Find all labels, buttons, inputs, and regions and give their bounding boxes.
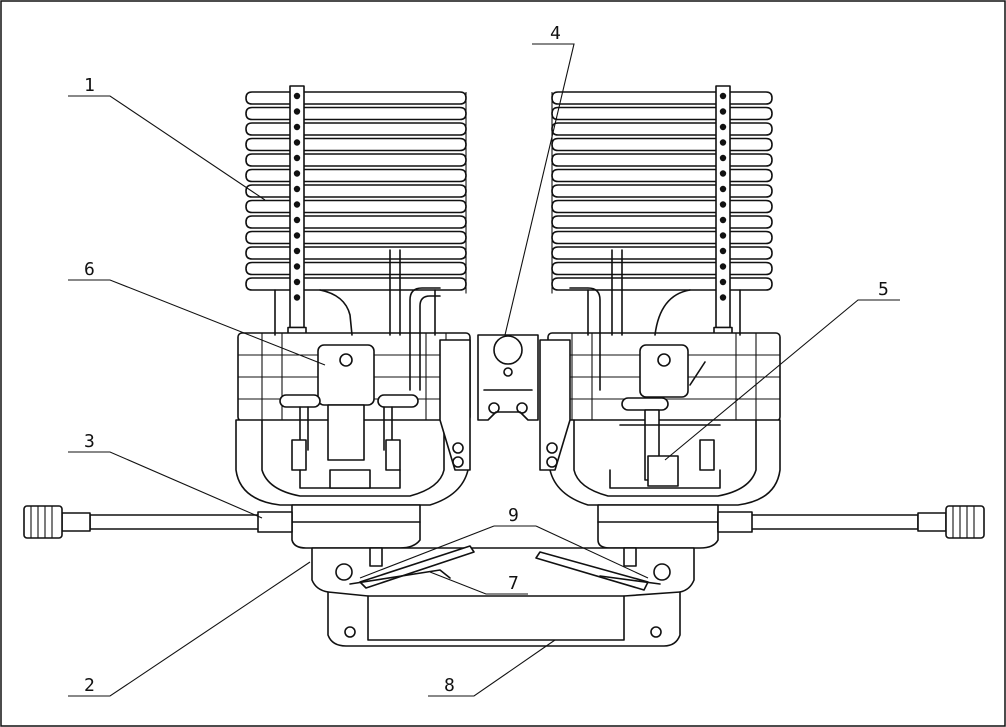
callout-label-9: 9 <box>508 505 519 526</box>
right-knurled-nut <box>945 505 985 539</box>
callout-label-5: 5 <box>878 279 889 300</box>
electrodes <box>349 545 661 591</box>
left-knurled-nut <box>23 505 63 539</box>
callout-label-8: 8 <box>444 675 455 696</box>
callout-label-7: 7 <box>508 573 519 594</box>
callout-labels: 1 6 3 4 5 2 7 8 9 <box>84 23 889 696</box>
center-bracket <box>477 334 539 421</box>
callout-label-6: 6 <box>84 259 95 280</box>
leader-lines <box>68 43 900 697</box>
left-gas-pipe <box>23 505 293 539</box>
left-burner-body <box>235 249 471 549</box>
left-coil <box>245 85 467 347</box>
base-frame <box>311 547 695 647</box>
callout-label-4: 4 <box>550 23 561 44</box>
callout-label-3: 3 <box>84 431 95 452</box>
right-coil <box>551 85 773 347</box>
right-burner-body <box>539 249 781 549</box>
callout-label-1: 1 <box>84 75 95 96</box>
callout-label-2: 2 <box>84 675 95 696</box>
right-gas-pipe <box>717 505 985 539</box>
